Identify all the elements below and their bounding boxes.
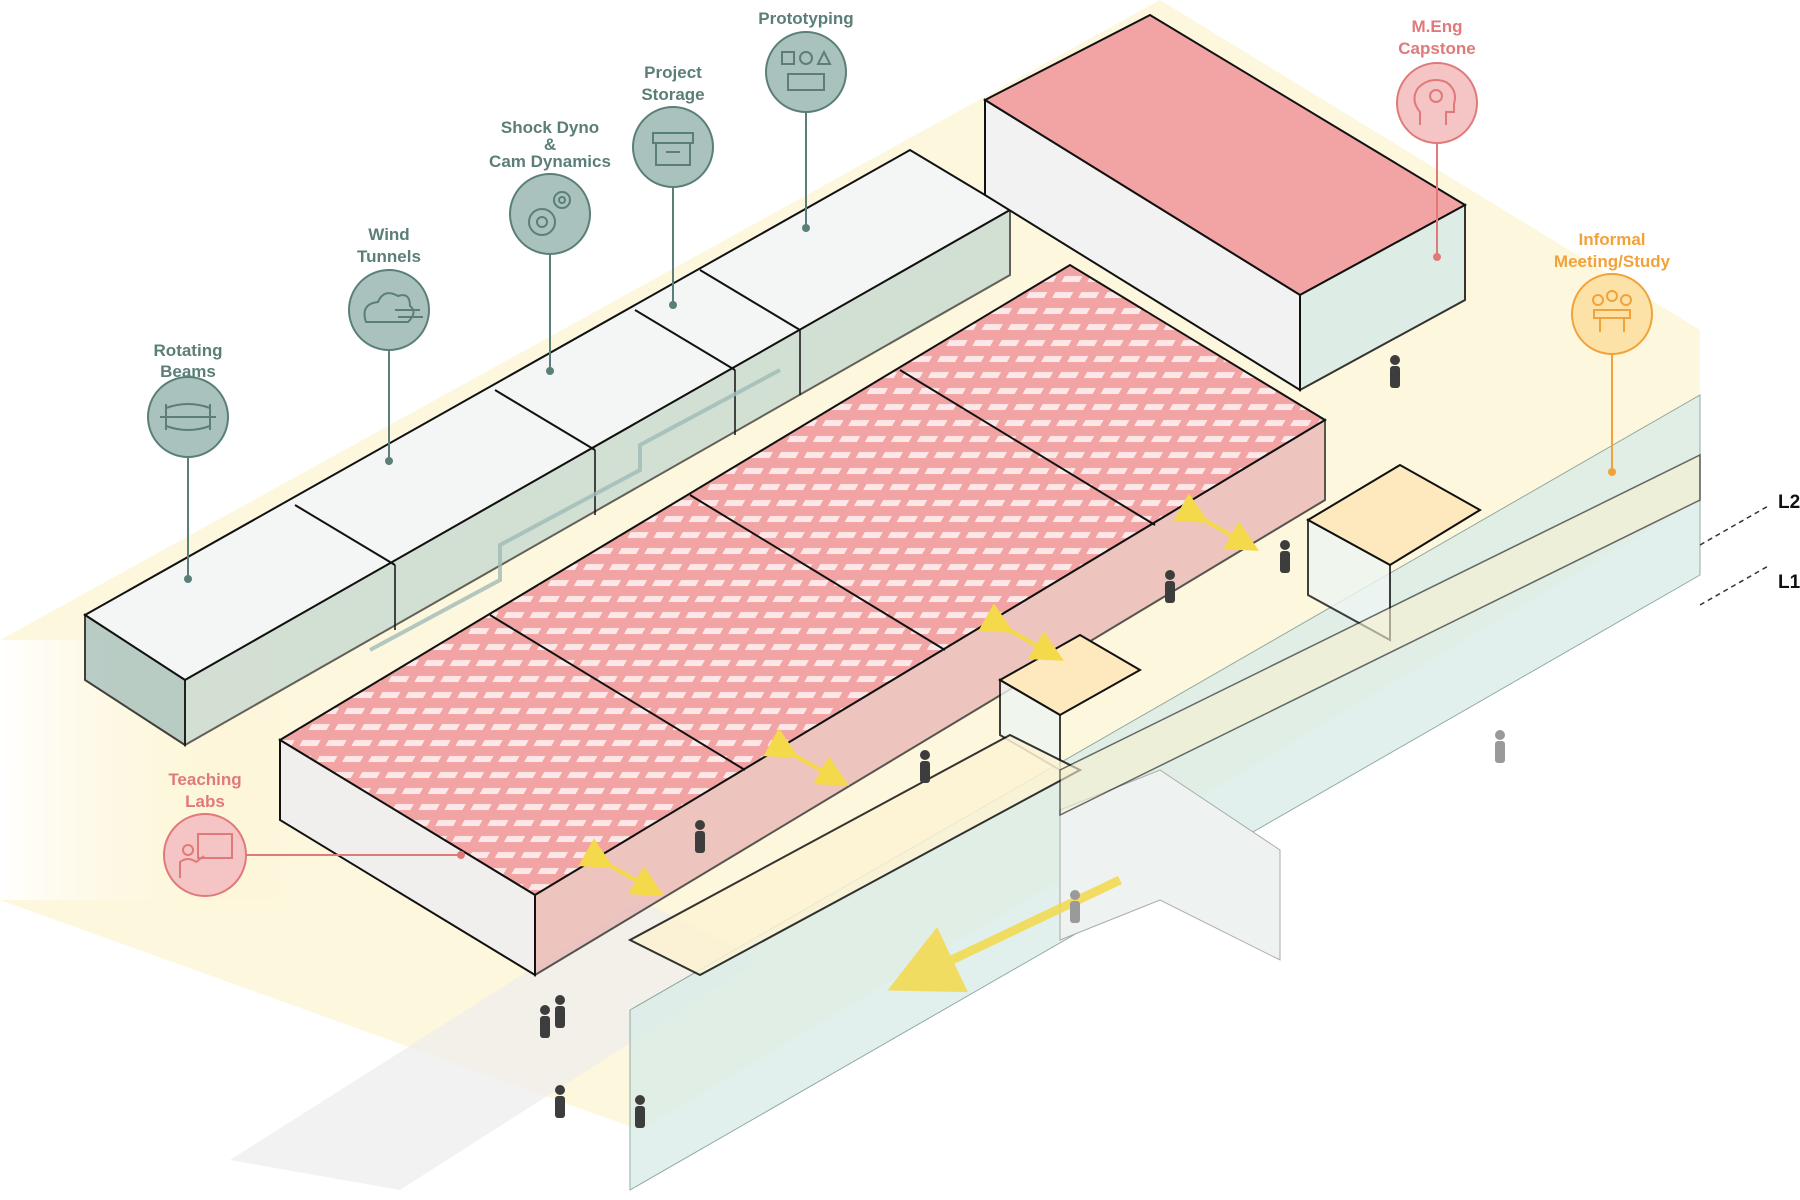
callout-label-line: Project (644, 63, 702, 82)
level-label-l1: L1 (1778, 572, 1800, 593)
teaching-labs-block (278, 263, 1327, 977)
callout-label-line: Capstone (1398, 39, 1475, 58)
callout-label-line: Labs (185, 792, 225, 811)
circulation-arrows (369, 368, 1259, 993)
research-lab-wing (83, 148, 1012, 747)
callout-wind-tunnels: Wind Tunnels (348, 225, 430, 465)
callout-label-line: & (544, 135, 556, 154)
callout-shock-dyno: Shock Dyno & Cam Dynamics (489, 118, 611, 375)
callout-label-line: Storage (641, 85, 704, 104)
callout-informal-meeting: Informal Meeting/Study (1554, 230, 1671, 476)
callout-label-line: Informal (1578, 230, 1645, 249)
callout-label-line: Shock Dyno (501, 118, 599, 137)
callout-label-line: Teaching (168, 770, 241, 789)
callout-label-line: Prototyping (758, 9, 853, 28)
level-lines: L2 L1 (1699, 492, 1800, 606)
callout-label-line: Cam Dynamics (489, 152, 611, 171)
capstone-block (982, 13, 1468, 392)
people-silhouettes (540, 355, 1505, 1128)
gears-icon (528, 191, 571, 236)
wind-cloud-icon (363, 292, 423, 323)
callout-label-line: Beams (160, 362, 216, 381)
storage-box-icon (652, 132, 694, 166)
meeting-table-icon (1592, 290, 1632, 332)
callout-rotating-beams: Rotating Beams (147, 341, 229, 583)
callout-meng-capstone: M.Eng Capstone (1396, 17, 1478, 261)
callout-label-line: M.Eng (1412, 17, 1463, 36)
callout-label-line: Meeting/Study (1554, 252, 1671, 271)
callout-teaching-labs: Teaching Labs (163, 770, 465, 897)
callout-prototyping: Prototyping (758, 9, 854, 232)
callout-label-line: Wind (368, 225, 409, 244)
shapes-icon (781, 49, 832, 91)
level-label-l2: L2 (1778, 492, 1800, 513)
informal-meeting-rooms (627, 453, 1701, 977)
presentation-board-icon (179, 833, 233, 878)
callout-project-storage: Project Storage (632, 63, 714, 309)
rotating-beam-icon (160, 403, 216, 431)
head-gear-icon (1413, 79, 1456, 125)
callout-label-line: Rotating (154, 341, 223, 360)
callout-label-line: Tunnels (357, 247, 421, 266)
